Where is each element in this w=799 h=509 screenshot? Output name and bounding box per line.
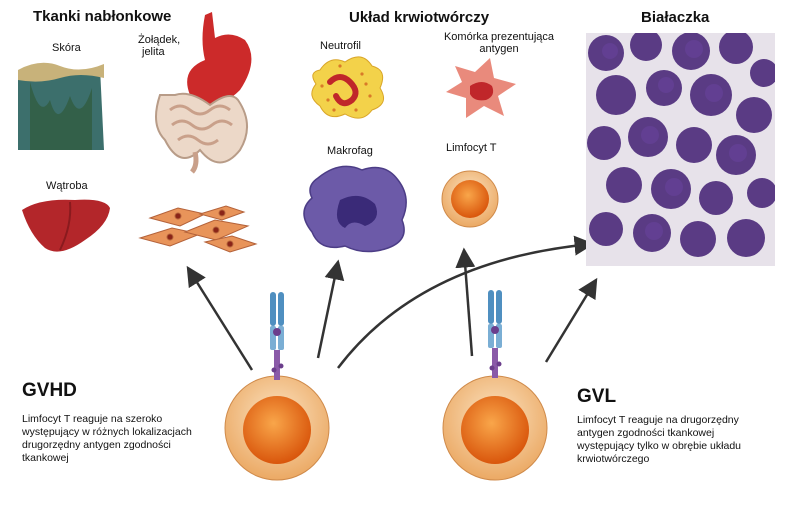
label-neutrophil: Neutrofil <box>320 40 361 52</box>
t-cell-small-illustration <box>441 170 499 228</box>
label-stomach-line2: jelita <box>142 46 165 58</box>
leukemia-blast-cells <box>587 33 775 257</box>
label-skin: Skóra <box>52 42 81 54</box>
gvl-line-2: antygen zgodności tkankowej <box>577 427 715 439</box>
gvhd-line-3: drugorzędny antygen zgodności <box>22 439 171 451</box>
label-stomach: Żołądek, jelita <box>138 34 180 58</box>
section-title-hematopoietic: Układ krwiotwórczy <box>349 9 490 26</box>
gvhd-line-4: tkankowej <box>22 452 69 464</box>
label-apc-line2: antygen <box>479 43 519 55</box>
gvhd-description: Limfocyt T reaguje na szeroko występując… <box>22 413 232 465</box>
leukemia-micrograph <box>586 33 775 266</box>
gvl-line-4: krwiotwórczego <box>577 453 650 465</box>
label-macrophage: Makrofag <box>327 145 373 157</box>
antigen-presenting-cell-illustration <box>446 58 516 118</box>
label-liver: Wątroba <box>46 180 88 192</box>
gvhd-title: GVHD <box>22 380 77 401</box>
label-stomach-line1: Żołądek, <box>138 34 181 46</box>
section-title-leukemia: Białaczka <box>641 9 710 26</box>
epithelial-cells-illustration <box>138 205 258 253</box>
gvhd-line-1: Limfocyt T reaguje na szeroko <box>22 413 163 425</box>
gvl-description: Limfocyt T reaguje na drugorzędny antyge… <box>577 414 792 466</box>
skin-illustration <box>18 62 104 150</box>
label-apc: Komórka prezentująca antygen <box>425 31 573 55</box>
section-title-epithelial: Tkanki nabłonkowe <box>33 8 172 25</box>
reaction-arrows <box>186 235 598 371</box>
gvl-line-3: występujący tylko w obrębie układu <box>577 440 742 452</box>
label-t-cell: Limfocyt T <box>446 142 497 154</box>
gvl-title: GVL <box>577 386 617 407</box>
t-cell-gvhd-illustration <box>224 292 330 481</box>
gvhd-line-2: występujący w różnych lokalizacjach <box>22 426 192 438</box>
macrophage-illustration <box>303 165 407 253</box>
stomach-intestines-illustration <box>155 12 252 174</box>
t-cell-gvl-illustration <box>442 290 548 481</box>
label-apc-line1: Komórka prezentująca <box>443 31 555 43</box>
gvl-line-1: Limfocyt T reaguje na drugorzędny <box>577 414 739 426</box>
liver-illustration <box>22 199 110 252</box>
neutrophil-illustration <box>311 56 385 119</box>
